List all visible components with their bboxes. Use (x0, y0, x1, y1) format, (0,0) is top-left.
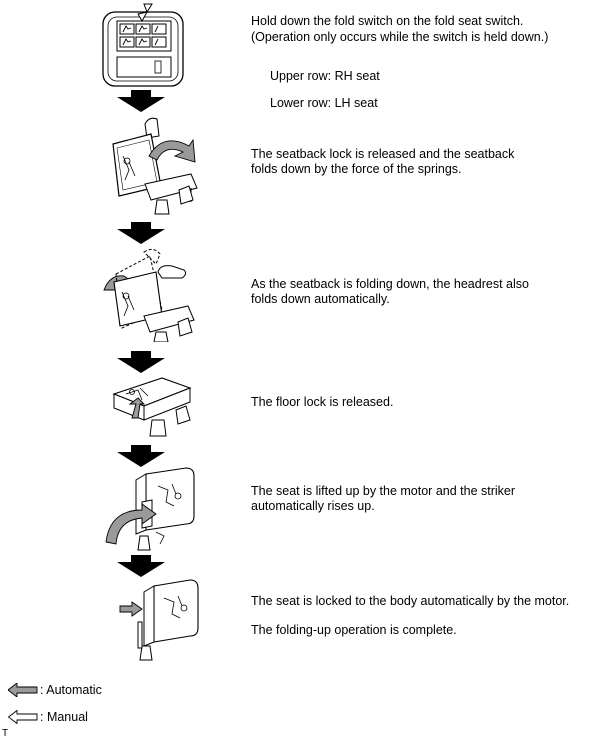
step4-line1: The floor lock is released. (251, 395, 394, 409)
step2-line1: The seatback lock is released and the se… (251, 147, 515, 161)
automatic-arrow-icon (8, 683, 38, 697)
seatback-release-illustration (105, 116, 215, 218)
fold-seat-switch-illustration (100, 2, 186, 88)
step5-line2: automatically rises up. (251, 499, 375, 513)
seat-lift-illustration (102, 466, 198, 554)
seat-locked-illustration (118, 578, 202, 662)
step3-line1: As the seatback is folding down, the hea… (251, 277, 529, 291)
legend-automatic-label: : Automatic (40, 683, 102, 697)
legend-manual-label: : Manual (40, 710, 88, 724)
floor-lock-illustration (110, 374, 202, 444)
lower-row-note: Lower row: LH seat (270, 96, 378, 110)
flow-arrow-down-5 (117, 555, 165, 577)
step2-line2: folds down by the force of the springs. (251, 162, 462, 176)
flow-arrow-down-1 (117, 90, 165, 112)
step6-line1: The seat is locked to the body automatic… (251, 594, 570, 608)
step3-line2: folds down automatically. (251, 292, 390, 306)
flow-arrow-down-2 (117, 222, 165, 244)
step1-line2: (Operation only occurs while the switch … (251, 30, 549, 44)
manual-arrow-icon (8, 710, 38, 724)
flow-arrow-down-3 (117, 351, 165, 373)
step1-line1: Hold down the fold switch on the fold se… (251, 14, 524, 28)
upper-row-note: Upper row: RH seat (270, 69, 380, 83)
step6-line2: The folding-up operation is complete. (251, 623, 457, 637)
step5-line1: The seat is lifted up by the motor and t… (251, 484, 516, 498)
corner-mark: T (2, 728, 9, 739)
headrest-fold-illustration (100, 246, 210, 342)
flow-arrow-down-4 (117, 445, 165, 467)
